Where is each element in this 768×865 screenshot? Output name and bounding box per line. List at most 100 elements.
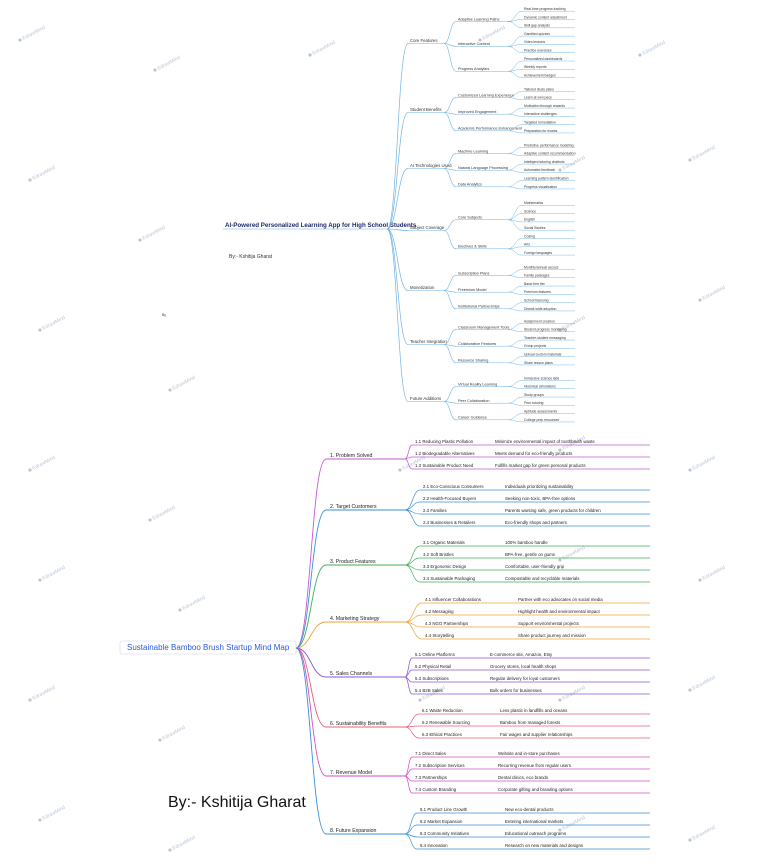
map1-leaf[interactable]: Targeted remediation — [522, 120, 575, 125]
map2-root-box[interactable] — [119, 640, 297, 655]
map1-leaf[interactable]: Study groups — [522, 393, 575, 398]
map1-leaf[interactable]: Automated feedback — [522, 168, 575, 173]
map1-leaf[interactable]: Student progress monitoring — [522, 328, 575, 332]
map1-leaf[interactable]: Weekly reports — [522, 65, 575, 70]
map1-leaf[interactable]: Science — [522, 209, 575, 214]
map1-sub-topic[interactable]: Academic Performance EnhancementTargeted… — [456, 120, 575, 134]
map1-leaf[interactable]: Group projects — [522, 344, 575, 349]
map1-leaf[interactable]: District-wide adoption — [522, 307, 575, 312]
map1-leaf[interactable]: Family packages — [522, 274, 575, 278]
map1-leaf[interactable]: Learning pattern identification — [522, 176, 575, 181]
map1-leaf[interactable]: Interactive challenges — [522, 112, 575, 117]
map1-leaf[interactable]: Immersive science labs — [522, 376, 575, 381]
map1-leaf[interactable]: Basic free tier — [522, 282, 575, 287]
map1-leaf[interactable]: College prep resources — [522, 418, 575, 423]
map1-leaf[interactable]: Arts — [522, 243, 575, 248]
map1-leaf[interactable]: Aptitude assessments — [522, 409, 575, 414]
map1-leaf[interactable]: Achievement badges — [522, 73, 575, 78]
map1-leaf[interactable]: Adaptive content recommendation — [522, 152, 576, 156]
map1-leaf[interactable]: Monthly/annual access — [522, 265, 575, 270]
map1-leaf[interactable]: School licensing — [522, 298, 575, 303]
map1-leaf[interactable]: Skill gap analysis — [522, 24, 575, 29]
map1-leaf[interactable]: Motivation through rewards — [522, 104, 575, 109]
map1-leaf[interactable]: Progress visualization — [522, 185, 575, 190]
map1-leaf[interactable]: Share lesson plans — [522, 361, 575, 366]
map1-leaf[interactable]: Real-time progress tracking — [522, 7, 575, 12]
map1-leaf[interactable]: Historical simulations — [522, 385, 575, 389]
map1-leaf[interactable]: Teacher-student messaging — [522, 336, 575, 341]
map1-leaf[interactable]: Assignment creation — [522, 319, 575, 324]
map1-leaf[interactable]: Mathematics — [522, 201, 575, 206]
map1-leaf[interactable]: Coding — [522, 234, 575, 239]
map1-sub-topic[interactable]: Core SubjectsMathematicsScienceEnglishSo… — [456, 201, 575, 231]
map1-leaf[interactable]: Premium features — [522, 290, 575, 295]
map1-leaf[interactable]: Dynamic content adjustment — [522, 15, 575, 20]
map1-leaf[interactable]: Gamified quizzes — [522, 32, 575, 37]
map1-leaf[interactable]: Upload custom materials — [522, 352, 575, 357]
map1-leaf[interactable]: Predictive performance modeling — [522, 143, 575, 148]
map1-leaf[interactable]: Learn at own pace — [522, 96, 575, 100]
map1-leaf[interactable]: Intelligent tutoring chatbots — [522, 160, 575, 165]
map1-leaf[interactable]: Video lessons — [522, 40, 575, 45]
map1-leaf[interactable]: Foreign languages — [522, 251, 575, 256]
map1-leaf[interactable]: Preparation for exams — [522, 129, 575, 134]
